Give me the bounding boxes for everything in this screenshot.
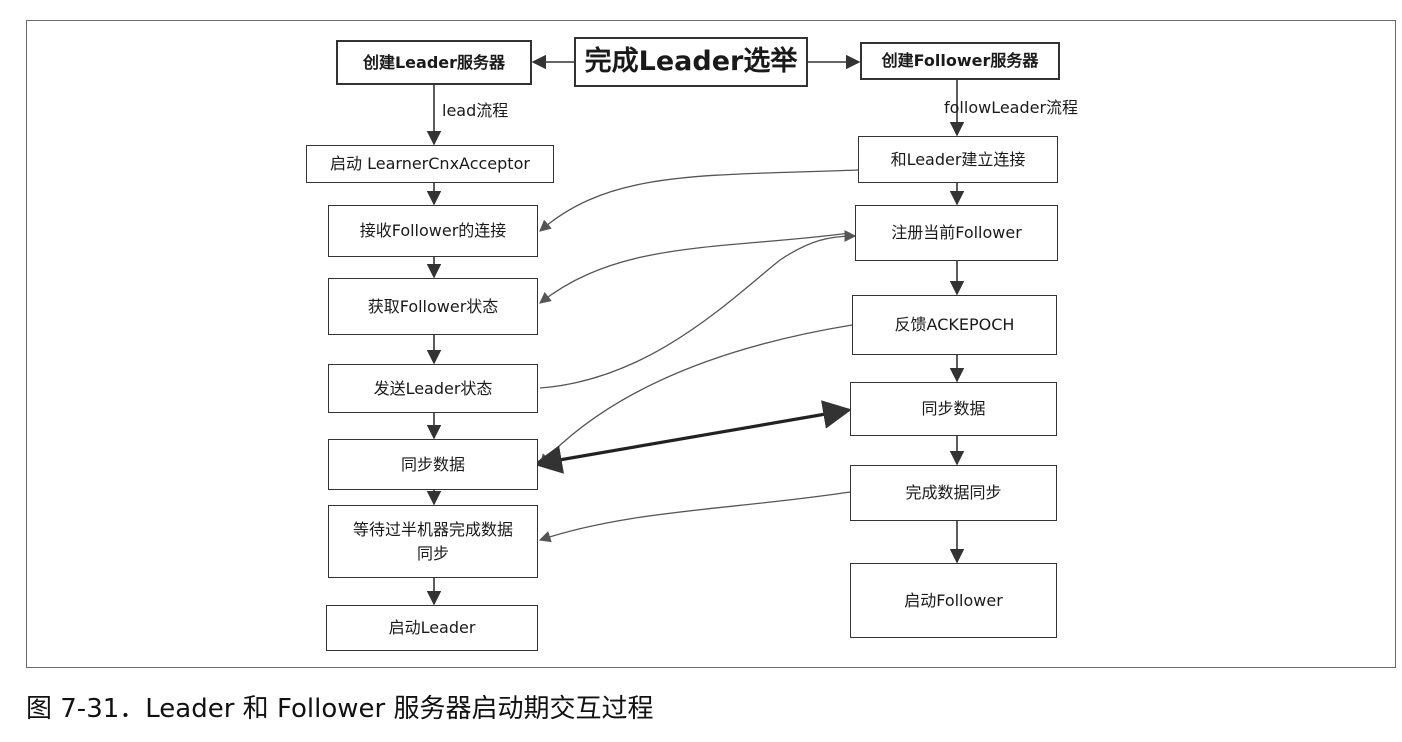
leader-step-get-follower-state: 获取Follower状态: [328, 278, 538, 335]
leader-step-send-leader-state: 发送Leader状态: [328, 364, 538, 413]
leader-step-start-leader: 启动Leader: [326, 605, 538, 651]
lead-flow-label: lead流程: [442, 101, 509, 120]
follower-step-sync-data: 同步数据: [850, 382, 1057, 436]
arrow-sync-bidirectional: [533, 400, 852, 474]
create-follower-server-box: 创建Follower服务器: [860, 42, 1060, 80]
follow-leader-flow-label: followLeader流程: [944, 98, 1079, 117]
curve-register-to-getstate: [539, 232, 851, 304]
follower-step-sync-complete: 完成数据同步: [850, 465, 1057, 521]
follower-step-ack-epoch: 反馈ACKEPOCH: [852, 295, 1057, 355]
leader-step-sync-data: 同步数据: [328, 439, 538, 490]
follower-step-start-follower: 启动Follower: [850, 563, 1057, 638]
leader-election-done-box: 完成Leader选举: [574, 37, 808, 87]
curve-syncdone-to-wait: [538, 491, 851, 543]
follower-step-connect-leader: 和Leader建立连接: [858, 136, 1058, 183]
curve-ackepoch-to-sync: [539, 324, 853, 466]
figure-caption: 图 7-31．Leader 和 Follower 服务器启动期交互过程: [26, 694, 654, 724]
curve-connect-to-accept: [539, 169, 859, 232]
leader-step-start-acceptor: 启动 LearnerCnxAcceptor: [306, 145, 554, 183]
curve-sendstate-to-register: [539, 230, 857, 389]
leader-step-accept-connection: 接收Follower的连接: [328, 205, 538, 257]
follower-step-register-follower: 注册当前Follower: [855, 205, 1058, 261]
create-leader-server-box: 创建Leader服务器: [336, 40, 532, 85]
diagram-frame: [26, 20, 1396, 668]
leader-step-wait-majority-sync: 等待过半机器完成数据同步: [328, 505, 538, 578]
